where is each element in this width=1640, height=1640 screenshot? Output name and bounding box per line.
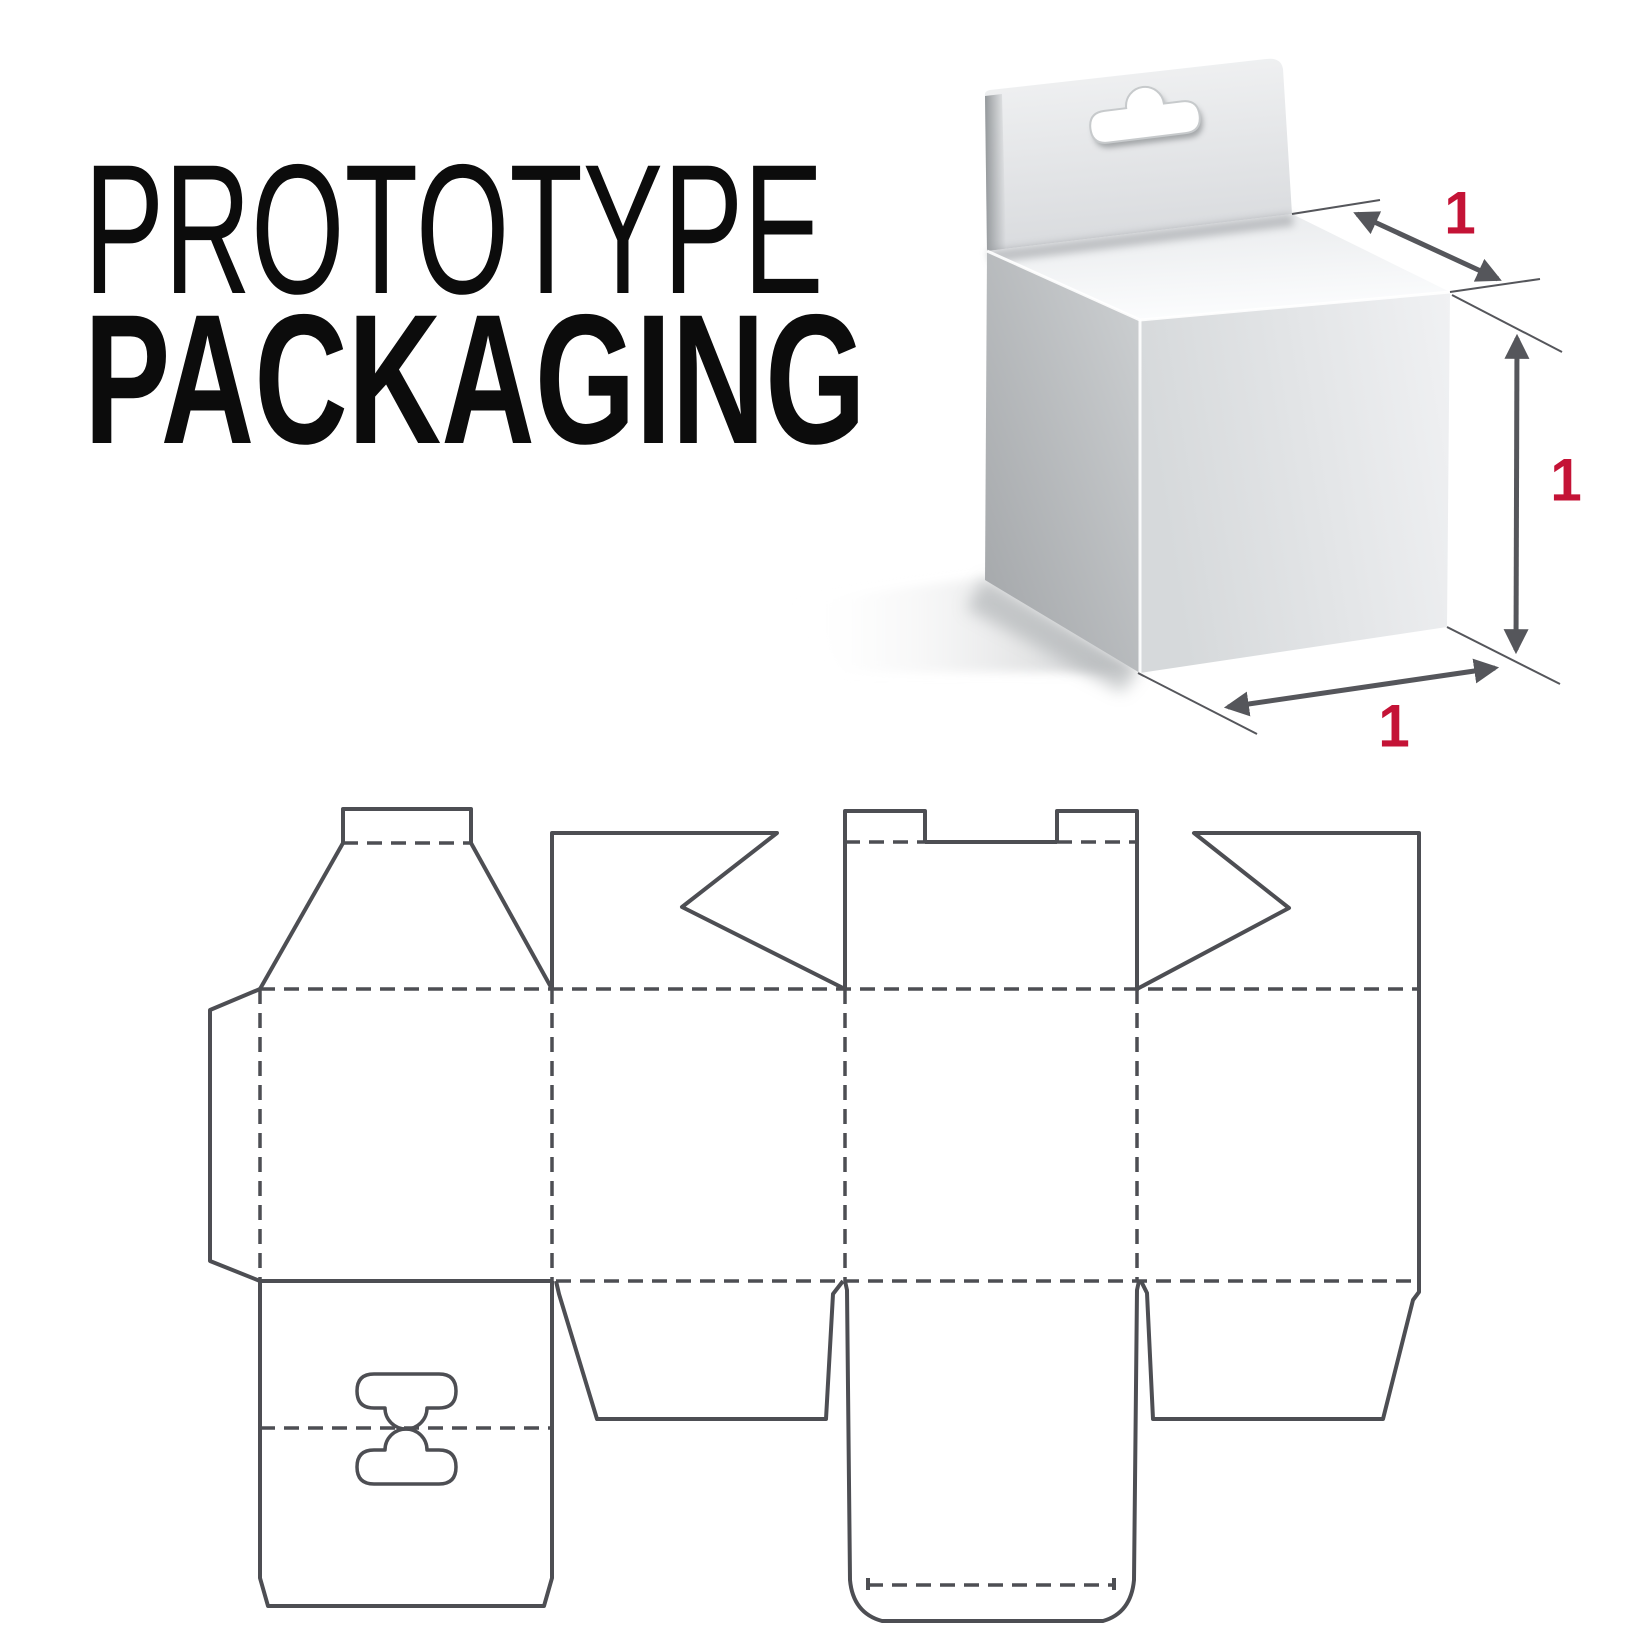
- cut-line: [469, 842, 554, 990]
- box-shadow: [790, 578, 1138, 692]
- cut-line: [1055, 809, 1139, 989]
- height-dimension-arrow: [1503, 333, 1530, 655]
- dieline-hang-slots: [355, 1372, 458, 1486]
- extension-line: [1291, 199, 1381, 215]
- extension-line: [1449, 278, 1541, 293]
- extension-line: [1137, 672, 1258, 735]
- dimension-label-height: 1: [1550, 446, 1582, 514]
- extension-line: [1451, 294, 1563, 353]
- card-fold-shadow: [987, 214, 1294, 263]
- hang-card-curl: [985, 94, 1006, 251]
- width-dimension-arrow: [1223, 658, 1500, 717]
- hang-card-hole: [1089, 85, 1203, 148]
- cut-line: [550, 831, 846, 991]
- page-title-line-1: PROTOTYPE: [84, 127, 824, 333]
- cut-line: [1139, 1280, 1421, 1421]
- edge-highlights: [986, 249, 1451, 673]
- dimension-label-width: 1: [1378, 692, 1410, 760]
- box-left-face: [985, 251, 1140, 673]
- euro-slot-lower-icon: [355, 1427, 458, 1486]
- base-shadow: [966, 578, 1138, 692]
- cut-line: [843, 809, 927, 989]
- dieline-cut-lines: [208, 807, 1421, 1623]
- cut-line: [843, 1280, 1141, 1623]
- box-right-face: [1140, 292, 1450, 673]
- dimension-extension-lines: [1137, 199, 1563, 735]
- hang-card: [984, 58, 1292, 251]
- dieline-fold-lines: [258, 840, 1419, 1587]
- cut-line: [208, 987, 261, 1283]
- box-faces: [984, 58, 1450, 673]
- cut-line: [341, 807, 473, 843]
- euro-slot-upper-icon: [355, 1372, 458, 1431]
- depth-dimension-arrow: [1353, 211, 1502, 282]
- euro-hang-hole-icon: [1089, 85, 1201, 144]
- cut-line: [554, 1279, 845, 1421]
- dimension-arrows: [1223, 211, 1530, 717]
- cut-line: [1136, 831, 1421, 1281]
- page-title-line-2: PACKAGING: [84, 277, 866, 483]
- extension-line: [1446, 626, 1561, 685]
- dimension-label-depth: 1: [1444, 179, 1476, 247]
- cut-line: [258, 842, 345, 990]
- cut-line: [258, 1281, 554, 1608]
